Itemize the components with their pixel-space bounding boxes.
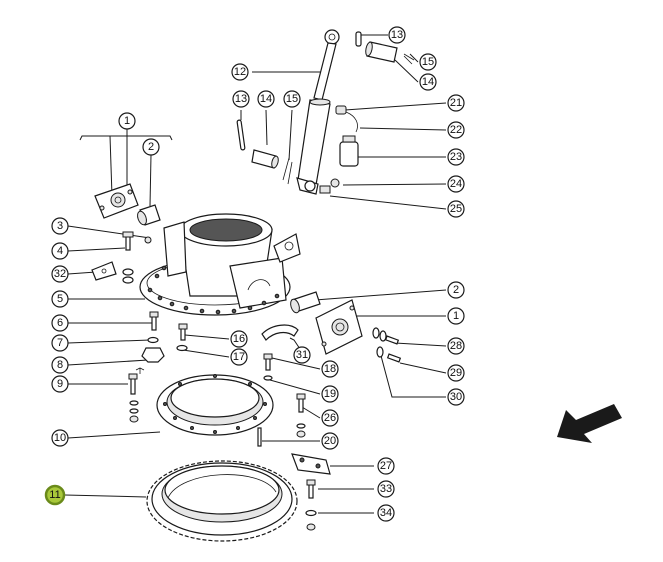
callout-3: 3 bbox=[51, 217, 69, 235]
svg-text:31: 31 bbox=[296, 349, 308, 361]
svg-text:2: 2 bbox=[453, 284, 459, 296]
svg-text:17: 17 bbox=[233, 351, 245, 363]
svg-text:23: 23 bbox=[450, 151, 462, 163]
callout-19: 19 bbox=[321, 385, 339, 403]
fasteners-center bbox=[257, 353, 306, 447]
callout-4: 4 bbox=[51, 242, 69, 260]
svg-text:29: 29 bbox=[450, 367, 462, 379]
bearing-ring bbox=[156, 374, 274, 436]
svg-text:11: 11 bbox=[49, 489, 60, 501]
callout-9: 9 bbox=[51, 375, 69, 393]
callout-14-mid: 14 bbox=[257, 90, 275, 108]
callout-labels: 1 2 3 4 32 5 6 7 8 9 10 11 12 13 14 15 1… bbox=[44, 26, 465, 522]
svg-text:21: 21 bbox=[450, 97, 462, 109]
callout-27: 27 bbox=[377, 457, 395, 475]
svg-text:30: 30 bbox=[450, 391, 462, 403]
callout-29: 29 bbox=[447, 364, 465, 382]
parts-lower-right bbox=[291, 453, 331, 531]
svg-text:28: 28 bbox=[450, 340, 462, 352]
callout-34: 34 bbox=[377, 504, 395, 522]
svg-text:15: 15 bbox=[286, 93, 298, 105]
callout-28: 28 bbox=[447, 337, 465, 355]
fasteners-16-17 bbox=[176, 323, 188, 352]
fasteners-left-top bbox=[91, 231, 152, 284]
callout-12: 12 bbox=[231, 63, 249, 81]
callout-18: 18 bbox=[321, 360, 339, 378]
svg-text:16: 16 bbox=[233, 333, 245, 345]
svg-text:3: 3 bbox=[57, 220, 63, 232]
svg-text:14: 14 bbox=[422, 76, 434, 88]
callout-24: 24 bbox=[447, 175, 465, 193]
svg-text:13: 13 bbox=[391, 29, 403, 41]
mount-bracket-left bbox=[94, 183, 161, 226]
callout-10: 10 bbox=[51, 429, 69, 447]
svg-text:19: 19 bbox=[324, 388, 336, 400]
callout-21: 21 bbox=[447, 94, 465, 112]
callout-14-top: 14 bbox=[419, 73, 437, 91]
callout-31: 31 bbox=[293, 346, 311, 364]
svg-text:13: 13 bbox=[235, 93, 247, 105]
callout-7: 7 bbox=[51, 334, 69, 352]
pin-set-top-right bbox=[355, 31, 415, 65]
callout-1-right: 1 bbox=[447, 307, 465, 325]
svg-text:20: 20 bbox=[324, 435, 336, 447]
svg-text:7: 7 bbox=[57, 337, 63, 349]
callout-6: 6 bbox=[51, 314, 69, 332]
svg-text:22: 22 bbox=[450, 124, 462, 136]
callout-30: 30 bbox=[447, 388, 465, 406]
callout-26: 26 bbox=[321, 409, 339, 427]
svg-text:6: 6 bbox=[57, 317, 63, 329]
svg-text:1: 1 bbox=[124, 115, 130, 127]
callout-23: 23 bbox=[447, 148, 465, 166]
svg-text:15: 15 bbox=[422, 56, 434, 68]
svg-text:34: 34 bbox=[380, 507, 392, 519]
callout-25: 25 bbox=[447, 200, 465, 218]
pin-set-middle bbox=[236, 119, 293, 185]
leader-lines bbox=[64, 34, 447, 514]
arrow-down-left-icon bbox=[557, 404, 622, 443]
svg-text:14: 14 bbox=[260, 93, 272, 105]
callout-11-highlighted[interactable]: 11 bbox=[44, 484, 66, 506]
callout-8: 8 bbox=[51, 356, 69, 374]
svg-text:4: 4 bbox=[57, 245, 63, 257]
callout-15-mid: 15 bbox=[283, 90, 301, 108]
fasteners-left-lower bbox=[128, 311, 165, 423]
svg-text:9: 9 bbox=[57, 378, 63, 390]
svg-text:25: 25 bbox=[450, 203, 462, 215]
callout-32: 32 bbox=[51, 265, 69, 283]
gear-ring bbox=[146, 460, 298, 542]
callout-13-mid: 13 bbox=[232, 90, 250, 108]
mount-bracket-right bbox=[290, 291, 402, 363]
callout-5: 5 bbox=[51, 290, 69, 308]
callout-17: 17 bbox=[230, 348, 248, 366]
callout-2-top: 2 bbox=[142, 138, 160, 156]
svg-text:24: 24 bbox=[450, 178, 462, 190]
svg-text:1: 1 bbox=[453, 310, 459, 322]
svg-text:18: 18 bbox=[324, 363, 336, 375]
callout-15-top: 15 bbox=[419, 53, 437, 71]
svg-text:32: 32 bbox=[54, 268, 66, 280]
svg-text:27: 27 bbox=[380, 460, 392, 472]
base-housing bbox=[139, 213, 301, 316]
svg-text:5: 5 bbox=[57, 293, 63, 305]
callout-13-top: 13 bbox=[388, 26, 406, 44]
callout-22: 22 bbox=[447, 121, 465, 139]
svg-text:12: 12 bbox=[234, 66, 246, 78]
svg-text:8: 8 bbox=[57, 359, 63, 371]
plate-31 bbox=[261, 324, 299, 341]
svg-text:2: 2 bbox=[148, 141, 154, 153]
svg-text:26: 26 bbox=[324, 412, 336, 424]
hydraulic-cylinder bbox=[296, 29, 359, 195]
svg-text:33: 33 bbox=[380, 483, 392, 495]
callout-33: 33 bbox=[377, 480, 395, 498]
callout-1-top: 1 bbox=[118, 112, 136, 130]
svg-text:10: 10 bbox=[54, 432, 66, 444]
callout-2-right: 2 bbox=[447, 281, 465, 299]
callout-16: 16 bbox=[230, 330, 248, 348]
callout-20: 20 bbox=[321, 432, 339, 450]
